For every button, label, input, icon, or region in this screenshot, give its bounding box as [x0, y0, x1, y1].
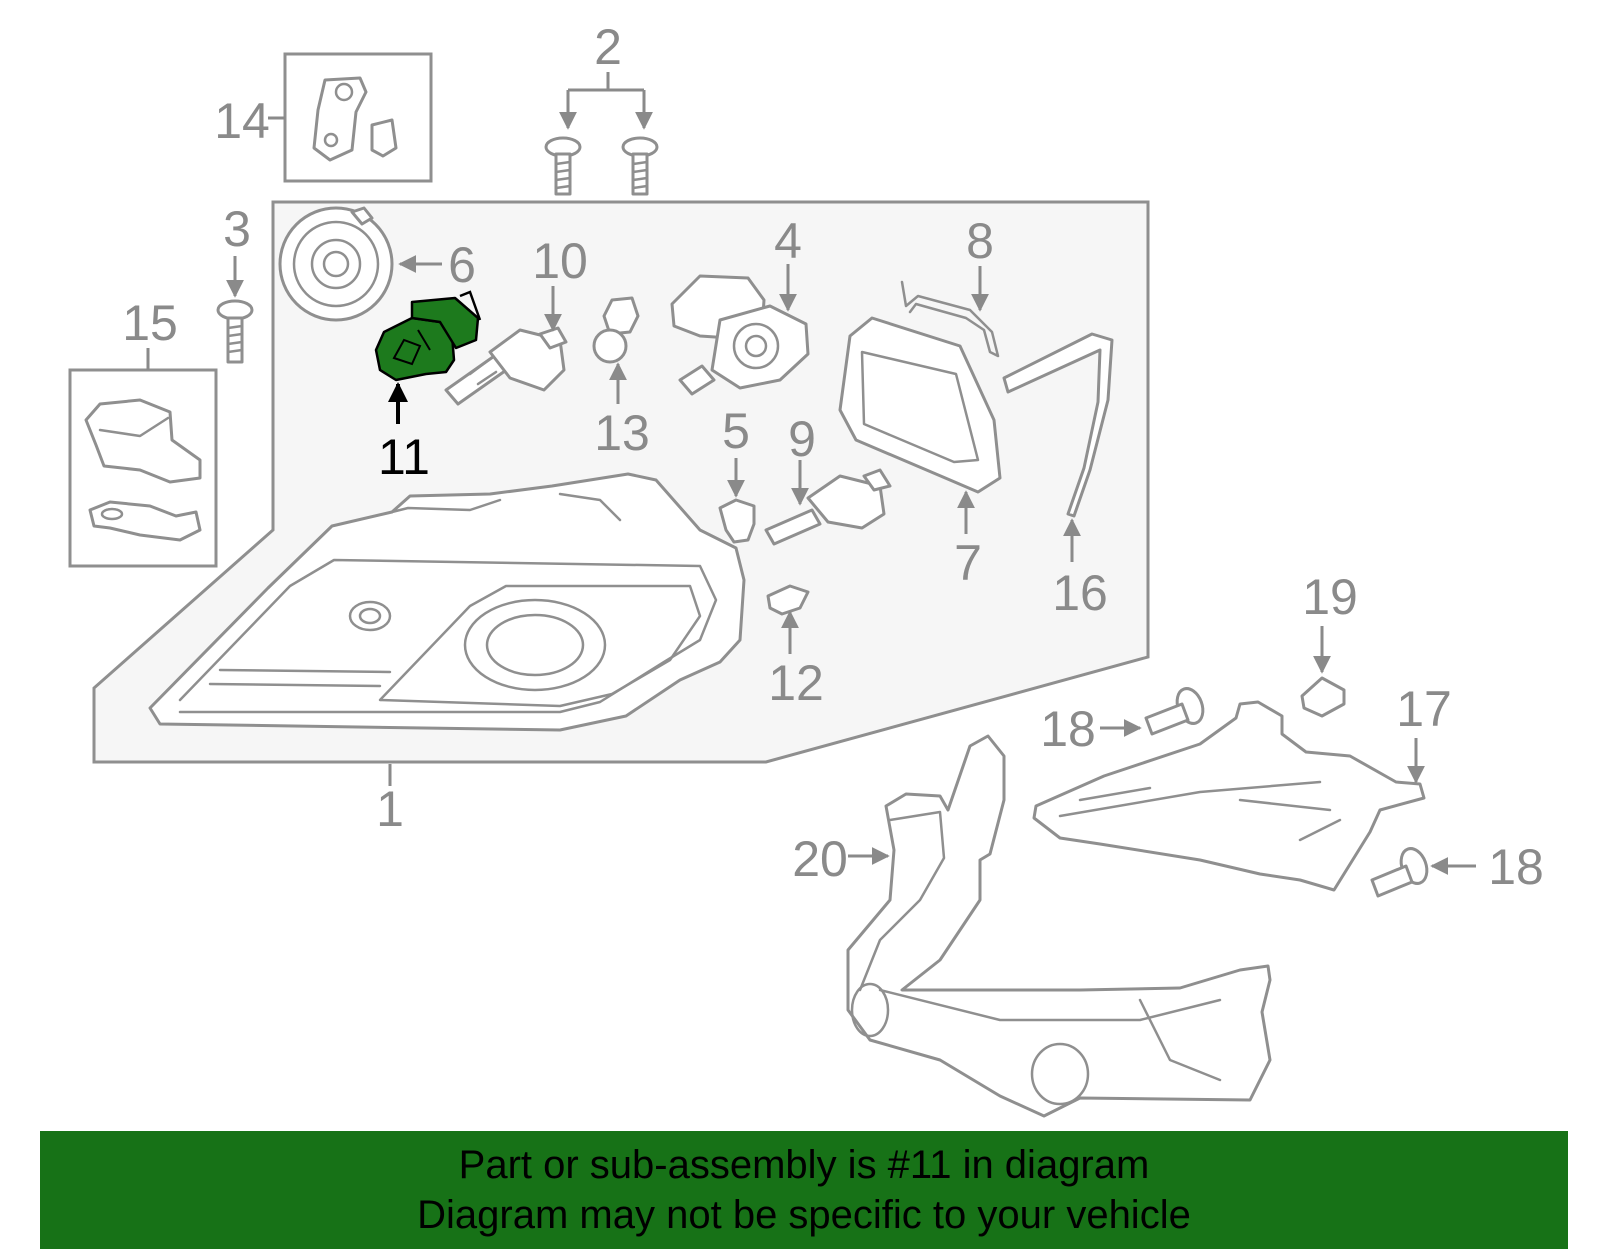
part-2-screws [544, 136, 659, 196]
callout-17: 17 [1396, 681, 1452, 737]
part-6-cap [278, 206, 394, 322]
callout-18-upper: 18 [1040, 701, 1096, 757]
callout-15: 15 [122, 295, 178, 351]
part-18-bolt-upper [1144, 687, 1205, 736]
part-17-bracket [1032, 700, 1426, 892]
part-7-gasket [838, 316, 1002, 494]
part-14-bracket [312, 76, 398, 162]
part-9-bulb [764, 468, 892, 546]
banner-line-1: Part or sub-assembly is #11 in diagram [458, 1143, 1150, 1187]
callout-18-lower: 18 [1488, 839, 1544, 895]
detail-box-14 [283, 52, 433, 183]
part-1-headlamp [148, 472, 746, 732]
part-3-bolt [216, 299, 254, 364]
leader-2 [568, 72, 644, 92]
callout-16: 16 [1052, 565, 1108, 621]
callout-9: 9 [788, 411, 816, 467]
callout-3: 3 [223, 201, 251, 257]
part-18-bolt-lower [1370, 847, 1429, 898]
callout-4: 4 [774, 213, 802, 269]
part-10-bulb [444, 326, 568, 406]
banner-line-2: Diagram may not be specific to your vehi… [417, 1193, 1191, 1237]
callout-20: 20 [792, 831, 848, 887]
info-banner: Part or sub-assembly is #11 in diagram D… [40, 1131, 1568, 1249]
callout-13: 13 [594, 405, 650, 461]
part-11-bulb-socket-highlighted [374, 290, 482, 382]
callout-14: 14 [214, 93, 270, 149]
part-20-duct [846, 734, 1272, 1118]
callout-8: 8 [966, 213, 994, 269]
callout-19: 19 [1302, 569, 1358, 625]
part-19-nut [1300, 676, 1346, 718]
callout-5: 5 [722, 403, 750, 459]
callout-10: 10 [532, 233, 588, 289]
callout-1: 1 [376, 781, 404, 837]
part-4-ballast-module [670, 274, 810, 396]
callout-11-highlighted: 11 [378, 429, 430, 485]
part-13-small-bulb [592, 296, 640, 364]
part-16-seal-strip [1002, 332, 1114, 518]
part-15-bracket [84, 398, 202, 542]
callout-2: 2 [594, 19, 622, 75]
part-5-grommet [718, 498, 756, 544]
callout-7: 7 [954, 535, 982, 591]
part-12-clip [766, 584, 810, 616]
callout-12: 12 [768, 655, 824, 711]
part-8-wire-clip [900, 280, 1000, 358]
callout-6: 6 [448, 237, 476, 293]
